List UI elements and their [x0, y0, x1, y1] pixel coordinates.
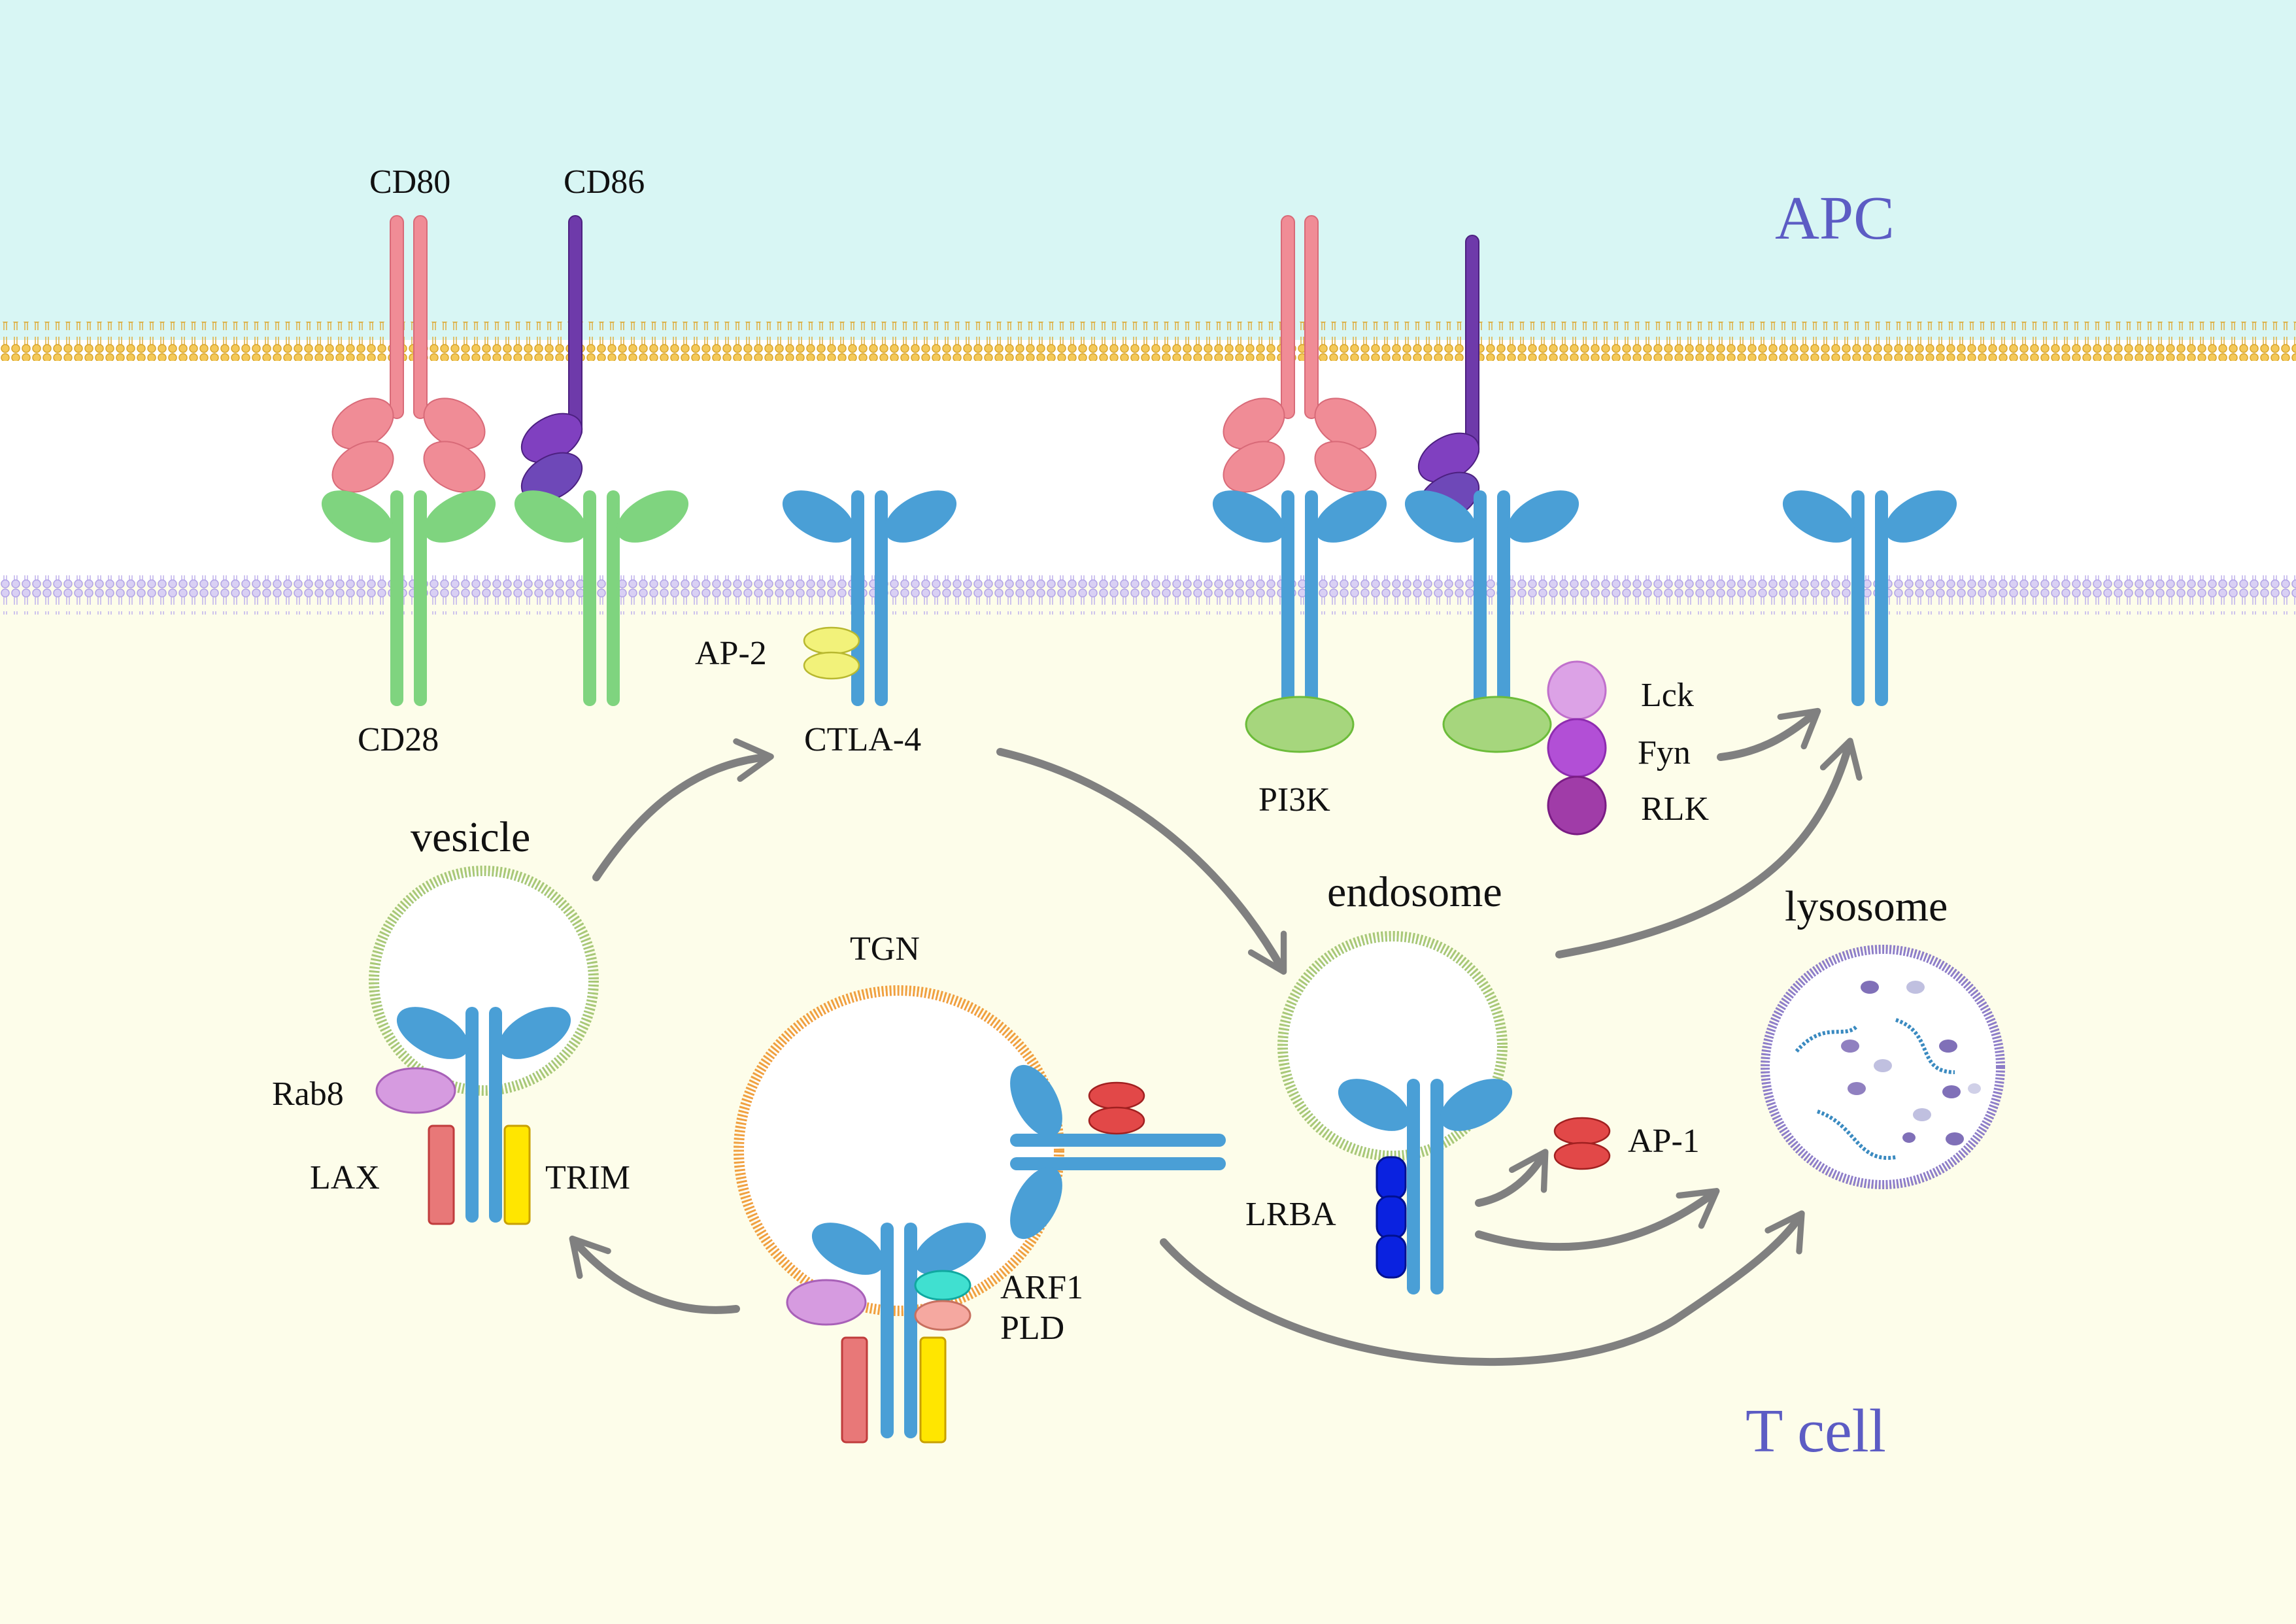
ap2-adaptor [803, 626, 860, 680]
ctla4-label: CTLA-4 [804, 721, 921, 758]
rab8-protein [375, 1067, 456, 1114]
arf1-protein [914, 1270, 971, 1301]
arrow-vesicle-to-surface [592, 738, 774, 881]
cd86-label: CD86 [564, 163, 645, 201]
pi3k-label: PI3K [1258, 781, 1330, 819]
fyn-label: Fyn [1638, 734, 1691, 771]
lax-protein [428, 1125, 455, 1225]
trim-label: TRIM [545, 1159, 630, 1196]
pld-label: PLD [1000, 1310, 1064, 1347]
tcell-membrane [0, 575, 2296, 615]
pld-protein [914, 1300, 971, 1331]
vesicle [369, 866, 599, 1096]
pi3k-protein-2 [1442, 696, 1552, 753]
vesicle-label: vesicle [411, 813, 530, 861]
arrow-tgn-to-lysosome [1160, 1210, 1805, 1366]
cd28-label: CD28 [358, 721, 439, 758]
tcell-label: T cell [1746, 1397, 1886, 1465]
endosome-label: endosome [1327, 868, 1502, 916]
cd80-label: CD80 [369, 163, 450, 201]
arrow-endosome-to-ap1 [1475, 1149, 1549, 1207]
pi3k-protein-1 [1245, 696, 1355, 753]
ap1-label: AP-1 [1628, 1123, 1700, 1160]
ap1-adaptor-tgn [1088, 1081, 1145, 1135]
lysosome-contents [1795, 981, 1981, 1160]
arrow-endosome-to-surface [1555, 737, 1863, 958]
arrow-fyn-to-ctla4 [1717, 707, 1821, 761]
lax-protein-tgn [841, 1336, 868, 1444]
rab8-protein-tgn [786, 1279, 867, 1326]
lysosome-label: lysosome [1785, 883, 1948, 930]
arrow-endosome-to-lysosome [1475, 1188, 1720, 1251]
arf1-label: ARF1 [1000, 1269, 1083, 1306]
trim-protein [503, 1125, 531, 1225]
lrba-protein [1376, 1156, 1407, 1279]
trim-protein-tgn [919, 1336, 947, 1444]
arrow-tgn-to-vesicle [569, 1235, 740, 1314]
lck-label: Lck [1641, 677, 1694, 714]
fyn-kinase [1547, 718, 1607, 778]
trafficking-arrows [569, 707, 1863, 1366]
rab8-label: Rab8 [272, 1075, 344, 1113]
endosome [1277, 931, 1508, 1161]
tgn-label: TGN [850, 930, 920, 968]
ap1-adaptor [1553, 1117, 1611, 1170]
apc-region [0, 0, 2296, 340]
tgn-compartment [734, 985, 1064, 1316]
rlk-label: RLK [1641, 790, 1709, 828]
rlk-kinase [1547, 775, 1607, 836]
lrba-label: LRBA [1245, 1196, 1336, 1233]
apc-membrane [0, 322, 2296, 361]
lck-kinase [1547, 660, 1607, 720]
apc-label: APC [1775, 184, 1895, 252]
arrow-surface-to-endosome [996, 748, 1287, 975]
lax-label: LAX [310, 1159, 380, 1196]
ap2-label: AP-2 [695, 635, 767, 672]
